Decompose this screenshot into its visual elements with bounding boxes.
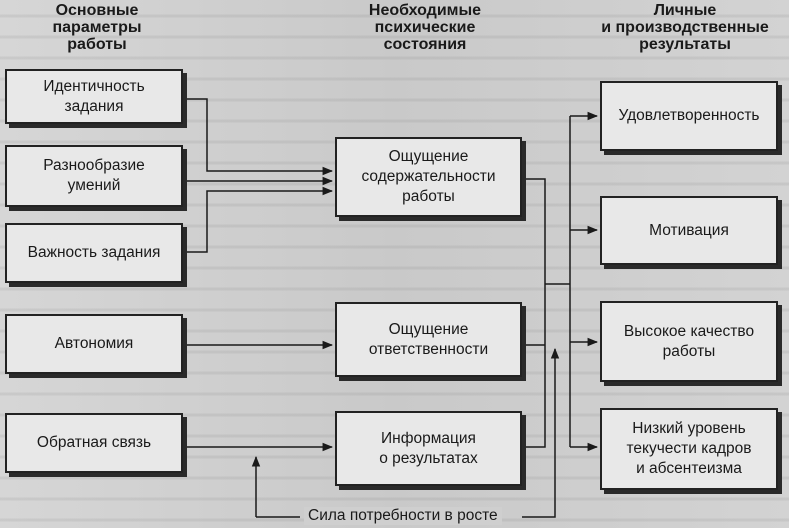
param-box-skill-variety: Разнообразие умений xyxy=(5,145,183,207)
header-psychological-states: Необходимые психические состояния xyxy=(368,2,482,53)
param-box-autonomy: Автономия xyxy=(5,314,183,374)
header-job-parameters: Основные параметры работы xyxy=(52,2,142,53)
outcome-box-motivation: Мотивация xyxy=(600,196,778,265)
growth-need-strength-label: Сила потребности в росте xyxy=(304,507,502,525)
state-box-responsibility: Ощущение ответственности xyxy=(335,302,522,377)
state-box-knowledge-of-results: Информация о результатах xyxy=(335,411,522,486)
outcome-box-low-turnover: Низкий уровень текучести кадров и абсент… xyxy=(600,408,778,490)
state-box-meaningfulness: Ощущение содержательности работы xyxy=(335,137,522,217)
param-box-task-identity: Идентичность задания xyxy=(5,69,183,124)
outcome-box-satisfaction: Удовлетворенность xyxy=(600,81,778,151)
outcome-box-work-quality: Высокое качество работы xyxy=(600,301,778,382)
header-outcomes: Личные и производственные результаты xyxy=(601,2,769,53)
param-box-task-significance: Важность задания xyxy=(5,223,183,283)
param-box-feedback: Обратная связь xyxy=(5,413,183,473)
